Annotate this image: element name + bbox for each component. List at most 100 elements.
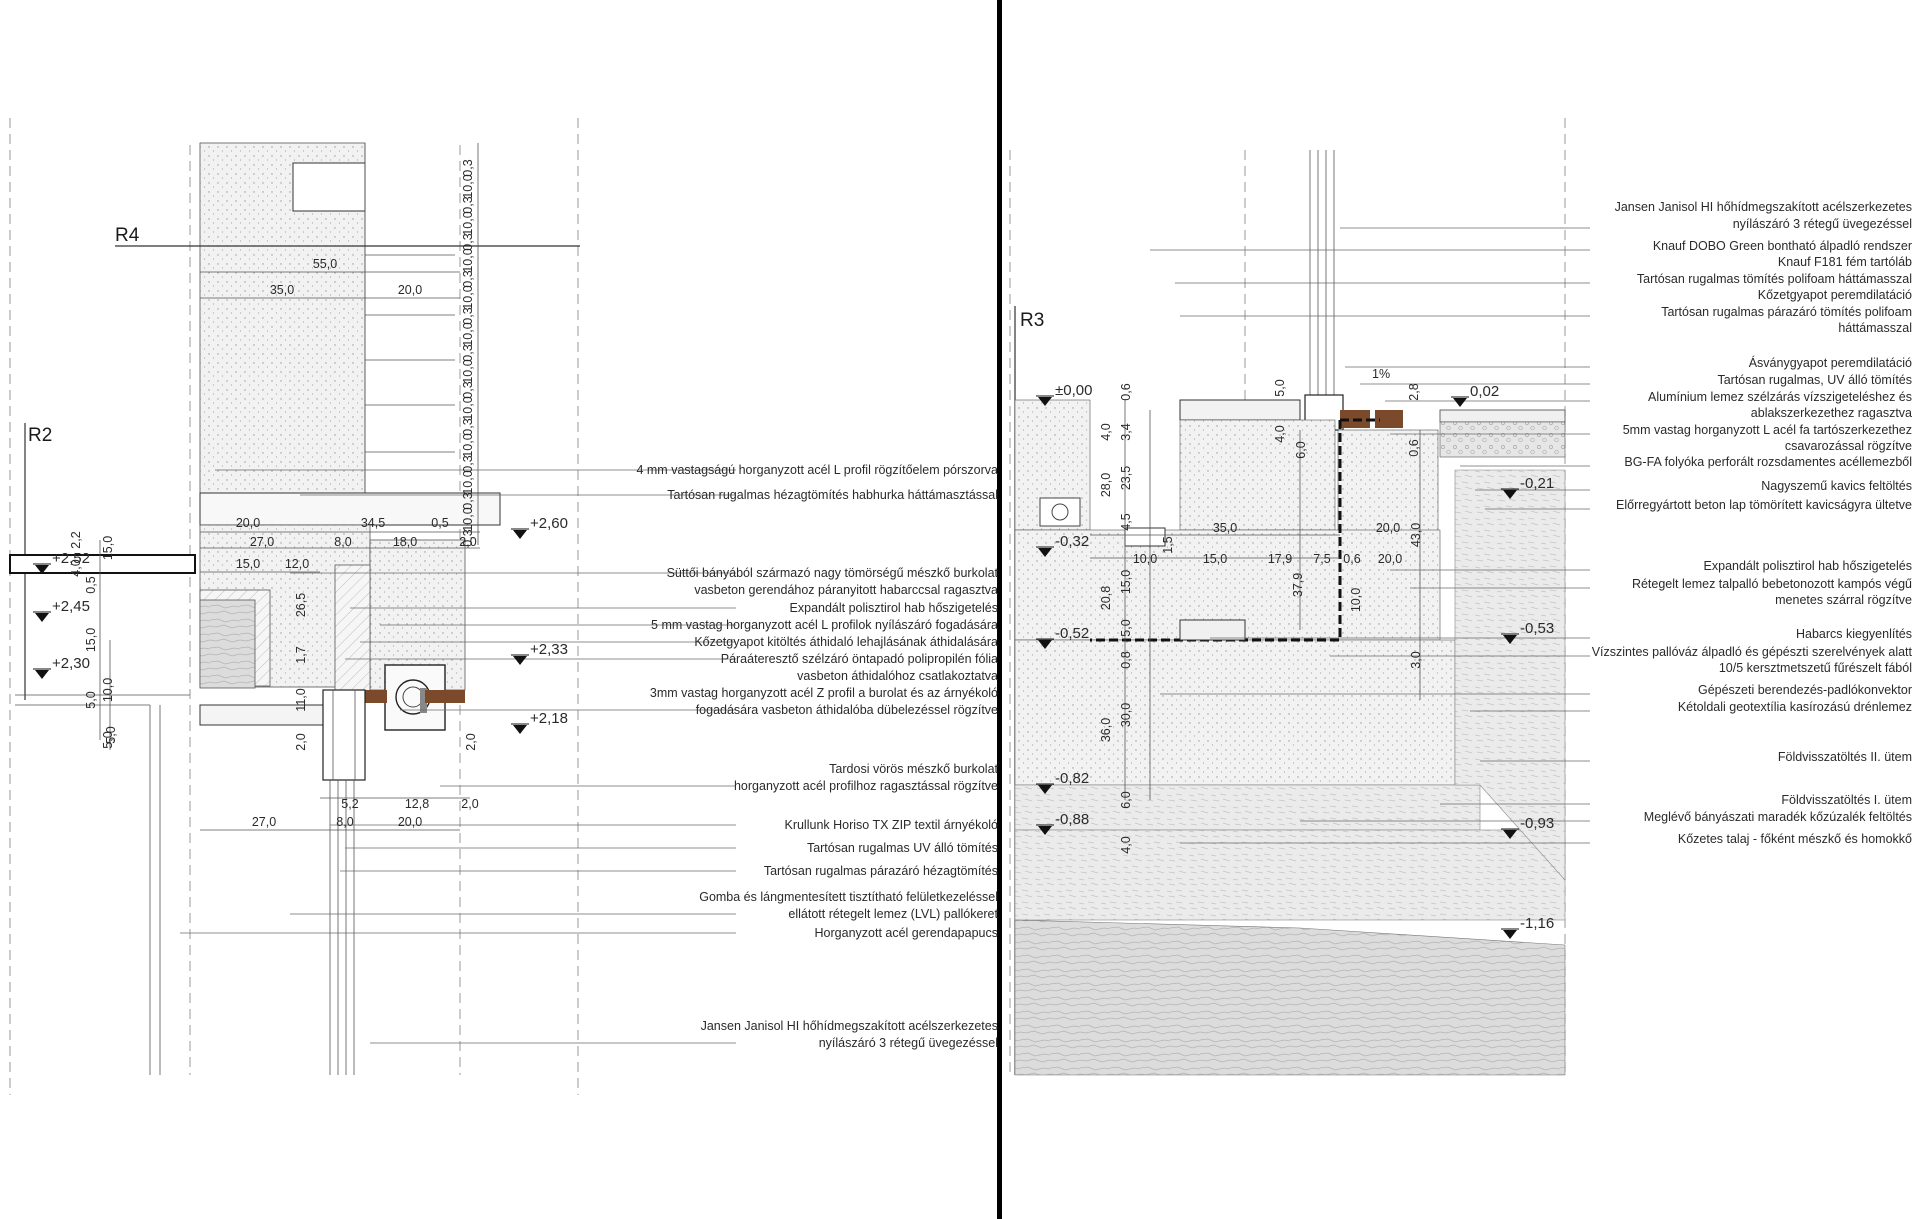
right-annotation-10: Alumínium lemez szélzárás vízszigetelésh… (1648, 390, 1912, 404)
right-annotation-16: Előrregyártott beton lap tömörített kavi… (1616, 498, 1912, 512)
right-level-value-1: -0,32 (1055, 533, 1089, 550)
right-section-detail: R3 (1009, 118, 1590, 1076)
left-v-dim-0: 26,5 (294, 593, 308, 617)
right-level-value-2: -0,52 (1055, 625, 1089, 642)
left-v-dim-6: 4,0 (69, 559, 83, 576)
right-level-value-5: 0,02 (1470, 383, 1499, 400)
left-annotation-20: nyílászáró 3 rétegű üvegezéssel (819, 1036, 998, 1050)
lintel-insulation-block (292, 162, 366, 212)
right-v-dim-17: 6,0 (1294, 441, 1308, 458)
right-annotation-6: Tartósan rugalmas párazáró tömítés polif… (1661, 305, 1912, 319)
right-v-dim-19: 10,0 (1349, 588, 1363, 612)
left-vstack-dim-3: 10,0 (461, 211, 475, 235)
left-vstack-dim-2: 0,3 (461, 196, 475, 213)
right-v-dim-10: 0,8 (1119, 651, 1133, 668)
left-level-triangle-3 (513, 530, 527, 539)
right-level-markers: ±0,00-0,32-0,52-0,82-0,880,02-0,21-0,53-… (1036, 382, 1554, 939)
left-h-dim-16: 8,0 (336, 815, 353, 829)
right-leader-lines (1150, 227, 1590, 844)
left-h-dim-8: 18,0 (393, 535, 417, 549)
window-frame (322, 689, 366, 781)
right-h-dim-3: 15,0 (1203, 552, 1227, 566)
right-level-marker-8: -0,93 (1501, 815, 1554, 839)
rock-wool-dilatation (1179, 419, 1336, 531)
left-annotation-12: horganyzott acél profilhoz ragasztással … (734, 779, 998, 793)
timber-piece-1 (365, 690, 387, 703)
left-level-marker-0: +2,52 (33, 550, 90, 574)
right-h-dim-2: 10,0 (1133, 552, 1157, 566)
right-v-dim-12: 30,0 (1119, 703, 1133, 727)
left-section-detail: R4 R2 (9, 118, 736, 1095)
right-annotation-14: BG-FA folyóka perforált rozsdamentes acé… (1624, 455, 1912, 469)
left-annotation-4: Expandált polisztirol hab hőszigetelés (790, 601, 998, 615)
right-v-dim-21: 3,0 (1409, 651, 1423, 668)
left-h-dim-1: 35,0 (270, 283, 294, 297)
right-h-dim-1: 20,0 (1376, 521, 1400, 535)
left-level-marker-1: +2,45 (33, 598, 90, 622)
left-annotation-6: Kőzetgyapot kitöltés áthidaló lehajlásán… (694, 635, 998, 649)
left-annotation-1: Tartósan rugalmas hézagtömítés habhurka … (667, 488, 998, 502)
left-annotation-0: 4 mm vastagságú horganyzott acél L profi… (636, 463, 998, 477)
right-v-dim-5: 4,5 (1119, 513, 1133, 530)
r4-label: R4 (115, 225, 140, 246)
right-level-marker-1: -0,32 (1036, 533, 1089, 557)
right-annotation-1: nyílászáró 3 rétegű üvegezéssel (1733, 217, 1912, 231)
shutter-motor (420, 688, 427, 713)
floor-convector (1039, 497, 1081, 527)
right-v-dim-9: 5,0 (1119, 619, 1133, 636)
left-annotation-19: Jansen Janisol HI hőhídmegszakított acél… (701, 1019, 998, 1033)
left-level-value-2: +2,30 (52, 655, 90, 672)
right-level-triangle-8 (1503, 830, 1517, 839)
right-v-dim-0: 0,6 (1119, 383, 1133, 400)
right-level-value-6: -0,21 (1520, 475, 1554, 492)
right-annotation-2: Knauf DOBO Green bontható álpadló rendsz… (1653, 239, 1912, 253)
left-v-dim-8: 15,0 (101, 536, 115, 560)
left-h-dim-10: 15,0 (236, 557, 260, 571)
right-annotation-26: Földvisszatöltés I. ütem (1781, 793, 1912, 807)
left-vstack-dim-17: 10,0 (461, 470, 475, 494)
left-vstack-dim-19: 10,0 (461, 507, 475, 531)
left-level-triangle-4 (513, 656, 527, 665)
right-level-triangle-3 (1038, 785, 1052, 794)
right-v-dim-13: 6,0 (1119, 791, 1133, 808)
right-level-triangle-2 (1038, 640, 1052, 649)
right-v-dim-14: 4,0 (1119, 836, 1133, 853)
left-level-marker-5: +2,18 (511, 710, 568, 734)
right-v-dim-1: 4,0 (1099, 423, 1113, 440)
left-vstack-dim-5: 10,0 (461, 248, 475, 272)
right-level-marker-0: ±0,00 (1036, 382, 1092, 406)
left-h-dim-7: 8,0 (334, 535, 351, 549)
right-level-triangle-6 (1503, 490, 1517, 499)
left-v-dim-5: 2,2 (69, 531, 83, 548)
existing-mining-fill (1014, 829, 1566, 921)
drain-channel (1439, 409, 1566, 423)
right-annotation-15: Nagyszemű kavics feltöltés (1761, 479, 1912, 493)
convector-pipe (1051, 503, 1069, 521)
left-level-triangle-1 (35, 613, 49, 622)
right-annotation-19: menetes szárral rögzítve (1775, 593, 1912, 607)
left-annotation-list: 4 mm vastagságú horganyzott acél L profi… (636, 463, 998, 1050)
left-h-dim-3: 20,0 (236, 516, 260, 530)
right-v-dim-8: 15,0 (1119, 570, 1133, 594)
left-level-value-4: +2,33 (530, 641, 568, 658)
right-annotation-9: Tartósan rugalmas, UV álló tömítés (1717, 373, 1912, 387)
left-vstack-dim-1: 10,0 (461, 174, 475, 198)
right-level-marker-7: -0,53 (1501, 620, 1554, 644)
right-annotation-12: 5mm vastag horganyzott L acél fa tartósz… (1623, 423, 1912, 437)
right-v-dim-3: 28,0 (1099, 473, 1113, 497)
left-h-dim-6: 27,0 (250, 535, 274, 549)
raised-floor-panel (1179, 399, 1301, 421)
right-annotation-7: háttámasszal (1838, 321, 1912, 335)
left-annotation-16: Gomba és lángmentesített tisztítható fel… (699, 890, 998, 904)
right-annotation-list: Jansen Janisol HI hőhídmegszakított acél… (1592, 200, 1913, 846)
left-h-dim-11: 12,0 (285, 557, 309, 571)
right-h-dim-7: 20,0 (1378, 552, 1402, 566)
right-v-dim-18: 37,9 (1291, 573, 1305, 597)
left-h-dim-2: 20,0 (398, 283, 422, 297)
timber-piece-2 (425, 690, 465, 703)
right-v-dim-22: 2,8 (1407, 383, 1421, 400)
right-level-marker-4: -0,88 (1036, 811, 1089, 835)
left-v-dim-11: 10,0 (101, 678, 115, 702)
